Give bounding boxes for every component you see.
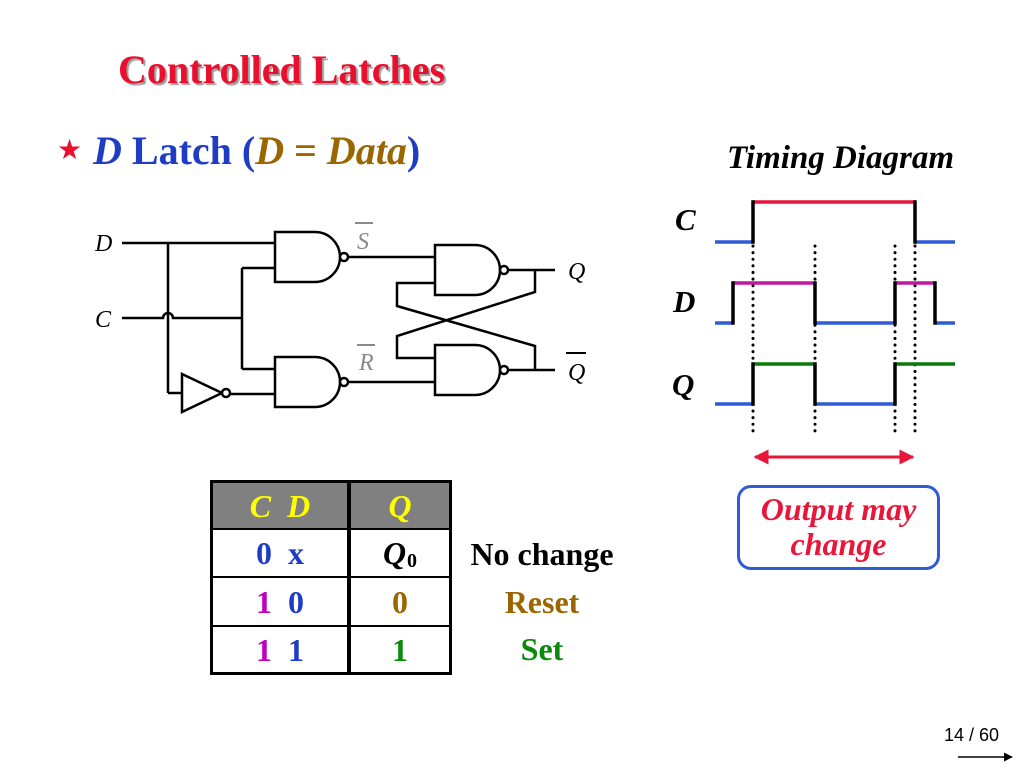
c-value: 0 xyxy=(256,535,272,571)
waveform-q xyxy=(715,362,955,406)
heading-d-symbol: D xyxy=(255,128,285,173)
row-description: Reset xyxy=(504,584,580,620)
c-value: 1 xyxy=(256,631,272,668)
note-line: Output may xyxy=(760,491,917,527)
q-value: Q xyxy=(382,535,407,571)
waveform-c xyxy=(715,200,955,244)
d-value: 1 xyxy=(288,631,304,668)
q-value: 0 xyxy=(392,583,408,620)
signal-label-d: D xyxy=(673,284,696,319)
output-cell: 1 xyxy=(351,627,449,672)
heading-data: Data xyxy=(326,128,407,173)
signal-label-q: Q xyxy=(672,367,695,402)
inversion-bubble xyxy=(220,387,232,399)
star-icon xyxy=(57,136,82,164)
d-latch-circuit: D C S R Q Q xyxy=(94,222,586,414)
row-description: Set xyxy=(520,631,564,667)
inversion-bubble xyxy=(338,251,350,263)
page-number: 14 / 60 xyxy=(944,725,1000,745)
bullet-heading: D Latch ( D = Data ) xyxy=(93,131,420,171)
signal-label-s-bar: S xyxy=(357,229,369,255)
inversion-bubble xyxy=(498,264,510,276)
output-may-change-note: Output may change xyxy=(737,485,940,570)
timing-diagram xyxy=(715,200,955,465)
logic-gates xyxy=(180,230,510,414)
nand-gate-1 xyxy=(273,230,342,284)
heading-d: D xyxy=(93,128,122,173)
timing-diagram-title: Timing Diagram xyxy=(727,140,955,176)
signal-label-r-bar: R xyxy=(358,350,374,376)
nand-gate-3 xyxy=(433,243,502,297)
heading-latch: Latch ( xyxy=(121,128,256,173)
heading-close-paren: ) xyxy=(406,128,421,173)
slide-title: Controlled Latches xyxy=(118,47,446,92)
output-label-q: Q xyxy=(568,259,585,285)
d-value: x xyxy=(288,535,304,571)
inversion-bubble xyxy=(338,376,350,388)
output-cell: 0 xyxy=(351,578,449,627)
heading-equals: = xyxy=(284,128,327,173)
input-label-d: D xyxy=(94,231,112,257)
not-gate xyxy=(180,372,225,414)
timing-waveforms xyxy=(715,200,955,406)
wire-q-bar-feedback xyxy=(395,281,537,370)
wire-c-input xyxy=(122,311,242,320)
nand-gate-2 xyxy=(273,355,342,409)
output-label-q-bar: Q xyxy=(568,360,585,386)
inversion-bubble xyxy=(498,364,510,376)
timing-marker-lines xyxy=(751,244,917,439)
note-line: change xyxy=(790,526,887,562)
wire-q-feedback xyxy=(395,270,537,360)
input-label-c: C xyxy=(95,307,112,333)
circuit-wires xyxy=(122,241,555,396)
waveform-d xyxy=(715,281,955,325)
q-value: 1 xyxy=(392,631,408,668)
header-inputs: C D xyxy=(213,483,351,530)
d-value: 0 xyxy=(288,583,304,620)
signal-label-c: C xyxy=(675,202,696,237)
row-description: No change xyxy=(470,536,614,572)
nand-gate-4 xyxy=(433,343,502,397)
c-value: 1 xyxy=(256,583,272,620)
q-subscript: 0 xyxy=(407,550,418,572)
header-output: Q xyxy=(351,483,449,530)
